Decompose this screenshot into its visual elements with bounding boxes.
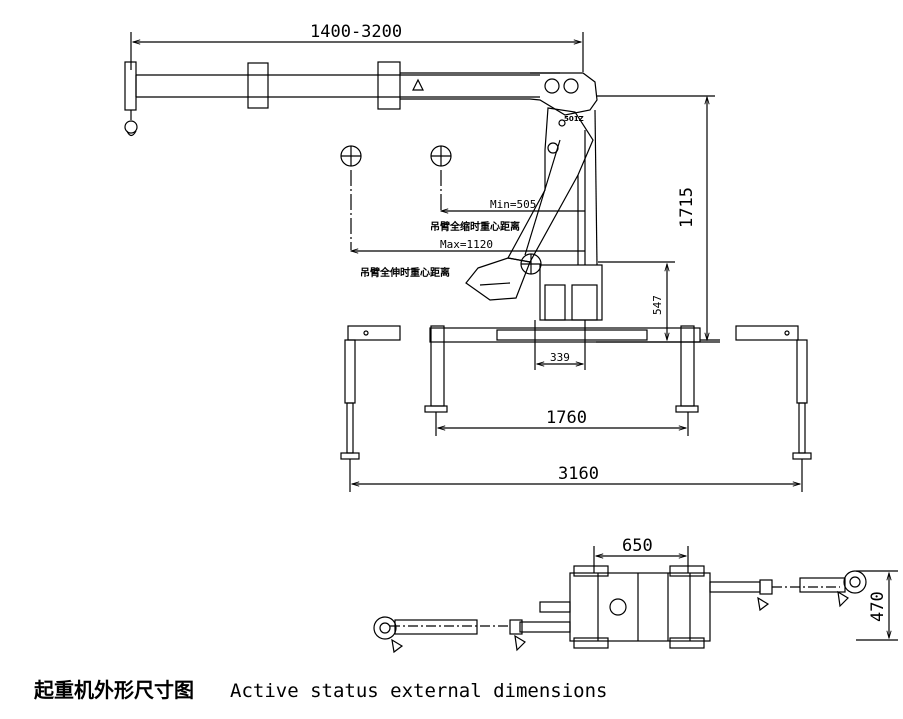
inner-span-dimension bbox=[435, 412, 689, 436]
outer-span-label: 3160 bbox=[558, 464, 599, 484]
cg-min-caption: 吊臂全缩时重心距离 bbox=[430, 220, 520, 233]
caption-chinese: 起重机外形尺寸图 bbox=[34, 678, 194, 702]
caption-english: Active status external dimensions bbox=[230, 680, 608, 702]
outer-span-dimension bbox=[349, 459, 803, 492]
outrigger-left-inner bbox=[424, 325, 448, 413]
height-dimension bbox=[700, 97, 720, 340]
outrigger-right-outer bbox=[735, 325, 812, 460]
base-frame bbox=[429, 327, 720, 343]
boom-length-label: 1400-3200 bbox=[310, 22, 402, 42]
base-height-label: 547 bbox=[651, 295, 664, 315]
boom-length-dimension bbox=[130, 32, 584, 72]
cg-distance-lines bbox=[351, 211, 585, 251]
boom-marking: 501Z bbox=[564, 115, 584, 123]
cg-max-caption: 吊臂全伸时重心距离 bbox=[360, 266, 450, 279]
luffing-arm bbox=[465, 107, 594, 301]
column-offset-dimension bbox=[534, 320, 586, 370]
top-depth-dimension bbox=[856, 570, 898, 641]
center-of-gravity-symbols bbox=[340, 145, 542, 275]
top-view bbox=[373, 565, 867, 654]
top-width-label: 650 bbox=[622, 536, 653, 556]
base-height-dimension bbox=[598, 261, 675, 340]
height-label: 1715 bbox=[677, 187, 697, 228]
column-offset-label: 339 bbox=[550, 351, 570, 364]
boom-head bbox=[529, 72, 715, 116]
figure-caption: 起重机外形尺寸图 Active status external dimension… bbox=[34, 674, 608, 703]
cg-max-label: Max=1120 bbox=[440, 238, 493, 251]
cg-min-label: Min=505 bbox=[490, 198, 536, 211]
telescopic-boom bbox=[135, 61, 560, 110]
outrigger-right-inner bbox=[675, 325, 699, 413]
inner-span-label: 1760 bbox=[546, 408, 587, 428]
top-width-dimension bbox=[593, 546, 689, 573]
top-depth-label: 470 bbox=[868, 591, 888, 622]
crane-hook bbox=[124, 61, 138, 137]
outrigger-left-outer bbox=[340, 325, 401, 460]
